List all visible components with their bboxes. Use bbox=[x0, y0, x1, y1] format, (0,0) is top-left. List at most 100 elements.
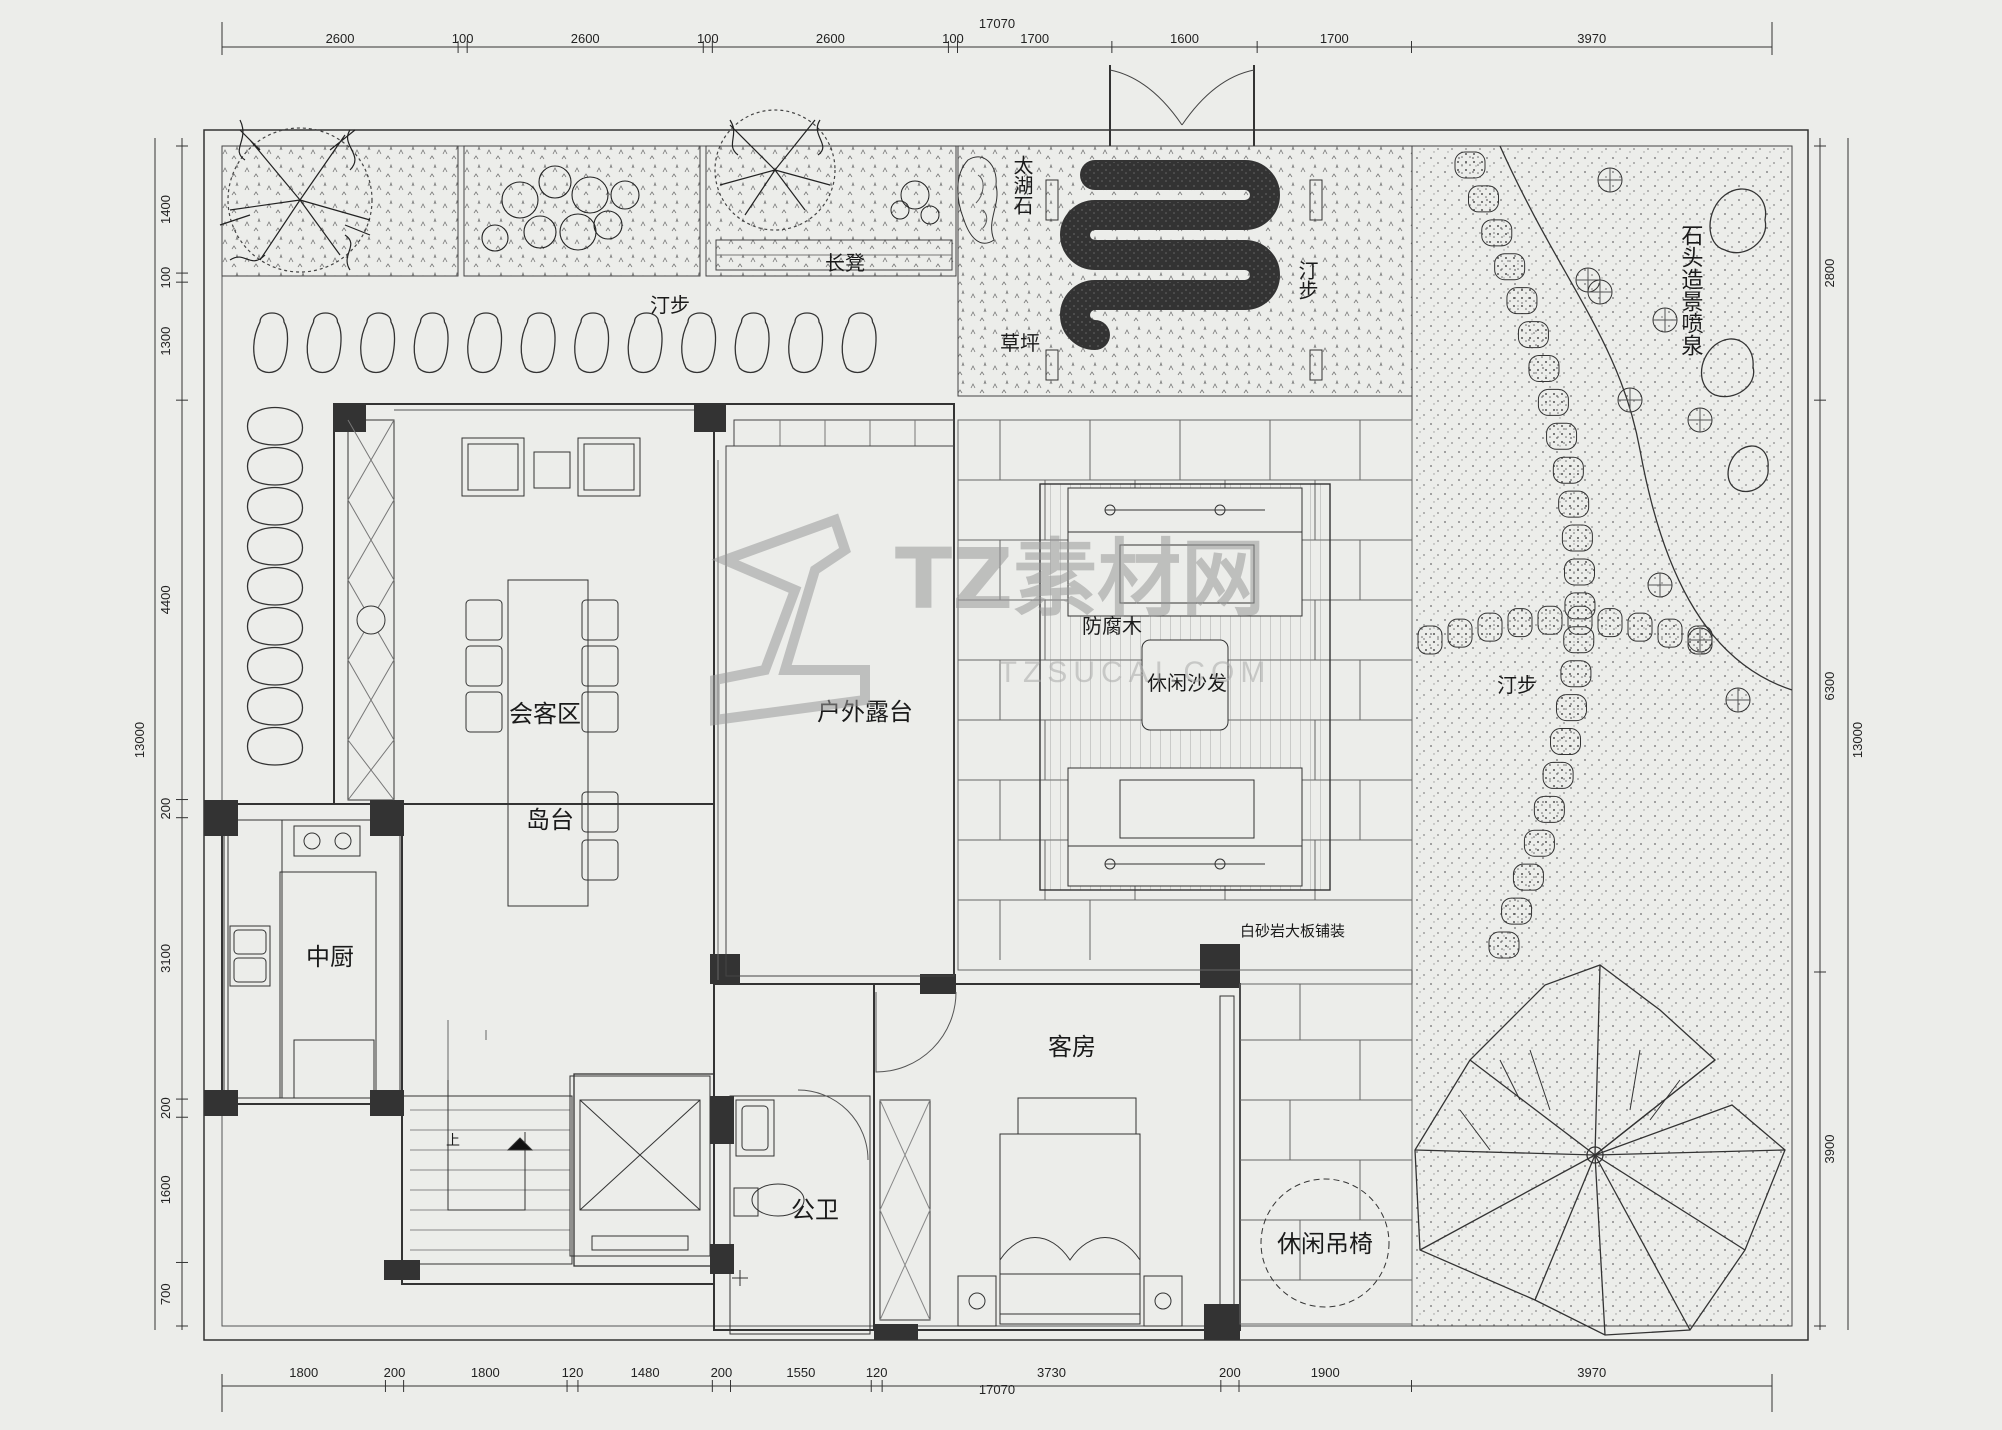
dim-segment: 700 bbox=[158, 1283, 173, 1305]
dim-segment: 100 bbox=[942, 31, 964, 46]
watermark-main: TZ素材网 bbox=[895, 530, 1265, 628]
dim-segment: 1550 bbox=[786, 1365, 815, 1380]
label-gongwei: 公卫 bbox=[791, 1196, 839, 1224]
dim-segment: 100 bbox=[158, 267, 173, 289]
stepping-stone bbox=[788, 312, 824, 374]
stepping-stone bbox=[1507, 608, 1533, 638]
dim-segment: 100 bbox=[452, 31, 474, 46]
label-taihushi: 太湖石 bbox=[1010, 155, 1034, 215]
kitchen bbox=[223, 819, 401, 1099]
dim-segment: 1800 bbox=[471, 1365, 500, 1380]
stepping-stone bbox=[1488, 931, 1520, 959]
dim-segment: 100 bbox=[697, 31, 719, 46]
label-shitou: 石头造景喷泉 bbox=[1678, 224, 1704, 356]
dim-segment: 4400 bbox=[158, 585, 173, 614]
dim-segment: 200 bbox=[158, 798, 173, 820]
stepping-stone bbox=[246, 646, 304, 686]
dim-segment: 3970 bbox=[1577, 1365, 1606, 1380]
stepping-stone bbox=[1627, 612, 1653, 642]
dim-segment: 120 bbox=[562, 1365, 584, 1380]
stepping-stone bbox=[1517, 321, 1549, 349]
pergola-icon bbox=[1414, 964, 1786, 1336]
dim-segment: 3970 bbox=[1577, 31, 1606, 46]
dining-chairs bbox=[465, 599, 619, 881]
stepping-stone bbox=[1546, 422, 1578, 450]
stepping-stone bbox=[681, 312, 717, 374]
stepping-stone bbox=[246, 566, 304, 606]
dimension-bottom: 17070 1800 200 1800 120 1480 200 1550 120 3730 20… bbox=[221, 1365, 1773, 1412]
dim-left-total: 13000 bbox=[132, 722, 147, 758]
chair-icon bbox=[581, 645, 619, 687]
dim-segment: 1600 bbox=[1170, 31, 1199, 46]
stepping-stone bbox=[574, 312, 610, 374]
timber-deck bbox=[1039, 483, 1331, 891]
right-garden bbox=[1411, 145, 1793, 1327]
dim-segment: 200 bbox=[384, 1365, 406, 1380]
label-daotai: 岛台 bbox=[526, 806, 574, 834]
label-stair-up: 上 bbox=[446, 1133, 460, 1149]
dim-segment: 3900 bbox=[1822, 1135, 1837, 1164]
stepping-stone bbox=[253, 312, 289, 374]
stepping-stone bbox=[1542, 761, 1574, 789]
dim-segment: 2600 bbox=[816, 31, 845, 46]
dim-segment: 6300 bbox=[1822, 672, 1837, 701]
stepping-stone bbox=[520, 312, 556, 374]
chair-icon bbox=[581, 839, 619, 881]
stepping-stone bbox=[246, 526, 304, 566]
island-table bbox=[507, 579, 589, 907]
stepping-stone bbox=[1552, 456, 1584, 484]
stepping-stone bbox=[1561, 524, 1593, 552]
tree-icon bbox=[219, 119, 373, 273]
stepping-stone bbox=[1560, 660, 1592, 688]
stepping-stone bbox=[413, 312, 449, 374]
staircase bbox=[401, 1020, 573, 1265]
dim-segment: 1700 bbox=[1020, 31, 1049, 46]
dim-segment: 2600 bbox=[571, 31, 600, 46]
stepping-stone bbox=[1494, 253, 1526, 281]
dim-segment: 3730 bbox=[1037, 1365, 1066, 1380]
chair-icon bbox=[581, 691, 619, 733]
dim-segment: 1300 bbox=[158, 327, 173, 356]
dim-segment: 1700 bbox=[1320, 31, 1349, 46]
lift-shaft bbox=[569, 1075, 711, 1257]
stepping-stones-top bbox=[253, 312, 877, 374]
label-caoping: 草坪 bbox=[1000, 331, 1040, 355]
stepping-stone bbox=[1506, 287, 1538, 315]
chair-icon bbox=[581, 599, 619, 641]
watermark-sub: TZSUCAI.COM bbox=[999, 656, 1272, 689]
dim-segment: 1800 bbox=[289, 1365, 318, 1380]
dim-top-total: 17070 bbox=[979, 16, 1015, 31]
dim-segment: 120 bbox=[866, 1365, 888, 1380]
stepping-stone bbox=[246, 726, 304, 766]
stepping-stone bbox=[246, 446, 304, 486]
label-huikequ: 会客区 bbox=[509, 700, 581, 728]
stepping-stone bbox=[1467, 185, 1499, 213]
stepping-stone bbox=[1523, 829, 1555, 857]
dim-segment: 1480 bbox=[631, 1365, 660, 1380]
stepping-stone bbox=[246, 406, 304, 446]
dim-segment: 3100 bbox=[158, 944, 173, 973]
dim-bottom-total: 17070 bbox=[979, 1382, 1015, 1397]
stepping-stone bbox=[1533, 795, 1565, 823]
stepping-stone bbox=[1537, 388, 1569, 416]
shrub-cluster-icon bbox=[481, 165, 640, 252]
dim-segment: 200 bbox=[711, 1365, 733, 1380]
label-kefang: 客房 bbox=[1048, 1033, 1096, 1061]
label-tingbu-right: 汀步 bbox=[1497, 673, 1537, 697]
label-zhongchu: 中厨 bbox=[306, 943, 354, 971]
chair-icon bbox=[465, 645, 503, 687]
stepping-stone bbox=[1454, 151, 1486, 179]
dim-segment: 200 bbox=[158, 1097, 173, 1119]
stepping-stone bbox=[1481, 219, 1513, 247]
watermark: TZ素材网 TZSUCAI.COM bbox=[710, 513, 1272, 726]
armchair-icon bbox=[461, 437, 641, 497]
chair-icon bbox=[465, 691, 503, 733]
lawn-area bbox=[957, 65, 1413, 397]
guest-room bbox=[875, 991, 1235, 1327]
stepping-stone bbox=[1528, 354, 1560, 382]
dim-segment: 200 bbox=[1219, 1365, 1241, 1380]
label-changdeng: 长凳 bbox=[825, 251, 865, 275]
